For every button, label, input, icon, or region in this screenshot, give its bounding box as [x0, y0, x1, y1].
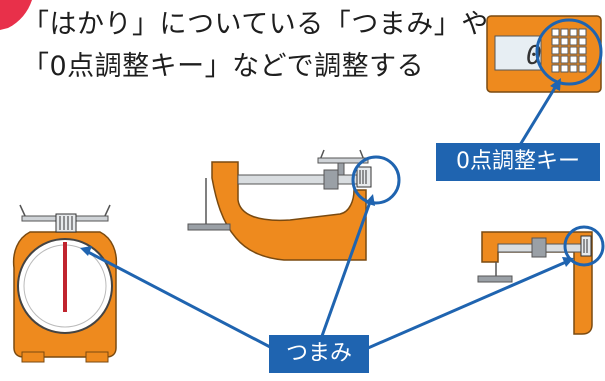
knob-label: つまみ: [269, 335, 369, 373]
keypad: [551, 28, 587, 73]
callout-arrows: [80, 78, 574, 350]
zero-key-arrow: [518, 85, 558, 146]
beam-scale: [187, 149, 401, 261]
zero-key-arrow-head: [550, 78, 561, 91]
right-knob-highlight-circle: [563, 225, 605, 267]
corner-badge: [0, 0, 32, 30]
beam-knob-arrow: [320, 201, 372, 337]
right-knob-arrow-head: [562, 257, 574, 267]
dial-knob-arrow-head: [80, 246, 92, 256]
right-knob-arrow: [367, 260, 567, 350]
heading-line-1: 「はかり」についている「つまみ」や: [22, 9, 489, 40]
beam-knob-arrow-head: [365, 194, 375, 206]
dial-knob-arrow: [87, 250, 273, 350]
digital-scale: 0: [486, 15, 603, 93]
dial-scale: [12, 204, 118, 363]
zero-adjust-key-label: 0点調整キー: [436, 143, 600, 181]
heading-line-2: 「0点調整キー」などで調整する: [22, 51, 425, 82]
zero-key-highlight-circle: [535, 18, 603, 86]
right-beam-scale: [477, 225, 605, 335]
beam-knob-highlight-circle: [351, 155, 401, 205]
